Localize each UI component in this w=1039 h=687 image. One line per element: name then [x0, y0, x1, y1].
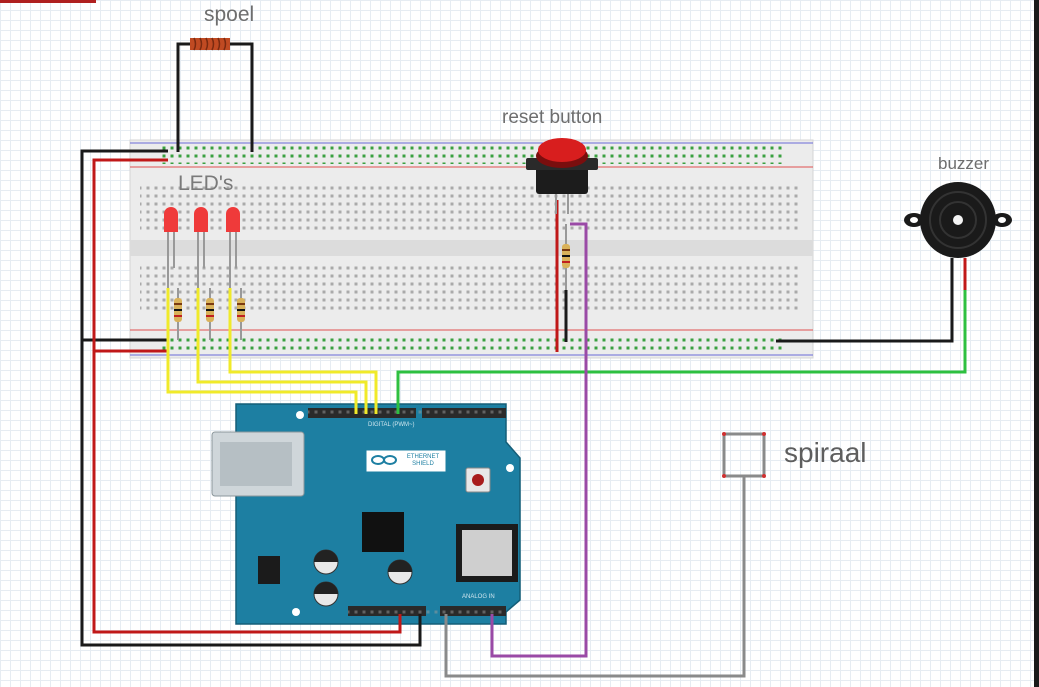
led-2[interactable]: [194, 207, 208, 288]
reset-button-label: reset button: [502, 107, 603, 128]
window-edge: [1034, 0, 1039, 687]
coil-spoel[interactable]: [190, 37, 230, 51]
breadboard[interactable]: [129, 139, 814, 359]
shield-logo-text: ETHERNET SHIELD: [406, 454, 440, 467]
wire-button-legs[interactable]: [555, 200, 568, 352]
resistor-led-2[interactable]: [206, 288, 214, 340]
wire-black-buzzer[interactable]: [776, 290, 954, 343]
buzzer[interactable]: [904, 182, 1012, 290]
shield-analog-text: ANALOG IN: [462, 594, 495, 600]
resistor-led-3[interactable]: [237, 288, 245, 340]
resistor-led-1[interactable]: [174, 288, 182, 340]
wire-yellow-leds[interactable]: [166, 288, 378, 414]
wire-red-5v[interactable]: [92, 158, 402, 634]
reset-pushbutton[interactable]: [526, 138, 598, 214]
wire-spoel[interactable]: [176, 42, 254, 152]
resistor-button[interactable]: [562, 224, 570, 290]
spiraal-sensor[interactable]: [722, 432, 766, 478]
led-3[interactable]: [226, 207, 240, 288]
wire-black-gnd[interactable]: [80, 149, 422, 647]
buzzer-label: buzzer: [938, 154, 990, 173]
arduino-ethernet-shield[interactable]: [211, 403, 521, 625]
wire-green-buzzer[interactable]: [396, 290, 967, 414]
spiraal-label: spiraal: [784, 437, 867, 468]
wire-purple-button[interactable]: [490, 222, 588, 658]
window-accent-bar: [0, 0, 96, 3]
shield-header-text: DIGITAL (PWM~): [368, 422, 415, 428]
spoel-label: spoel: [204, 3, 255, 26]
wire-gray-spiraal[interactable]: [444, 476, 746, 678]
leds-label: LED's: [178, 172, 234, 195]
led-1[interactable]: [164, 207, 178, 288]
